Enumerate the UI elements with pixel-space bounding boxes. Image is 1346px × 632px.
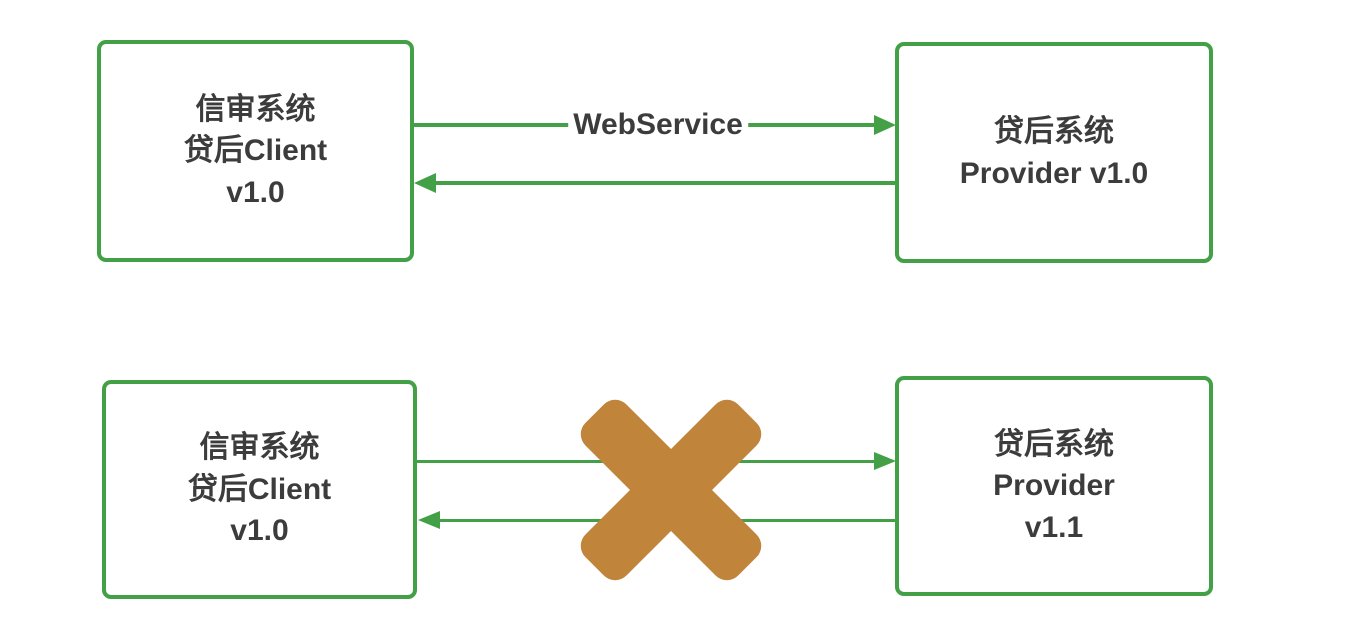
- arrow-left-icon: [418, 511, 440, 529]
- top-response-arrow-line: [436, 181, 895, 185]
- x-cross-icon: [563, 390, 779, 590]
- top-provider-system-box: 贷后系统 Provider v1.0: [895, 42, 1213, 263]
- bottom-provider-system-box: 贷后系统 Provider v1.1: [895, 376, 1213, 596]
- bottom-client-system-box: 信审系统 贷后Client v1.0: [102, 380, 417, 599]
- arrow-right-icon: [874, 452, 896, 470]
- webservice-connector-label: WebService: [568, 108, 748, 142]
- top-client-system-box: 信审系统 贷后Client v1.0: [97, 40, 414, 262]
- arrow-right-icon: [874, 115, 896, 135]
- arrow-left-icon: [414, 173, 436, 193]
